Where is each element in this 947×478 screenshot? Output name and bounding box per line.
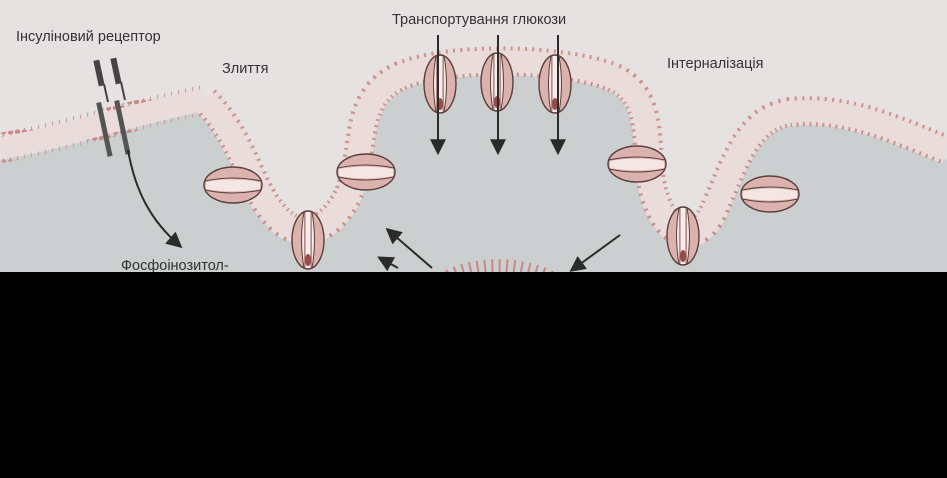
glut4-transporter-icon [423, 54, 457, 114]
arrow-icon [569, 234, 621, 272]
glut4-transporter-icon [203, 166, 263, 204]
arrow-icon [385, 227, 433, 269]
cropped-area [0, 272, 947, 478]
glut4-transporter-icon [538, 54, 572, 114]
phosphoinositol-label: Фосфоінозитол- [121, 258, 229, 274]
insulin-receptor-icon [93, 57, 131, 157]
glut4-transporter-icon [666, 206, 700, 266]
fusion-label: Злиття [222, 61, 269, 77]
glut4-transporter-icon [291, 210, 325, 270]
glut4-transporter-icon [607, 145, 667, 183]
glut4-transporter-icon [336, 153, 396, 191]
internalization-label: Інтерналізація [667, 56, 764, 72]
glut4-transporter-icon [740, 175, 800, 213]
arrow-icon [377, 256, 399, 272]
membrane-left-core [0, 89, 207, 159]
glucose-transport-label: Транспортування глюкози [392, 12, 567, 28]
insulin-receptor-label: Інсуліновий рецептор [16, 29, 161, 45]
arrow-icon [127, 149, 183, 249]
